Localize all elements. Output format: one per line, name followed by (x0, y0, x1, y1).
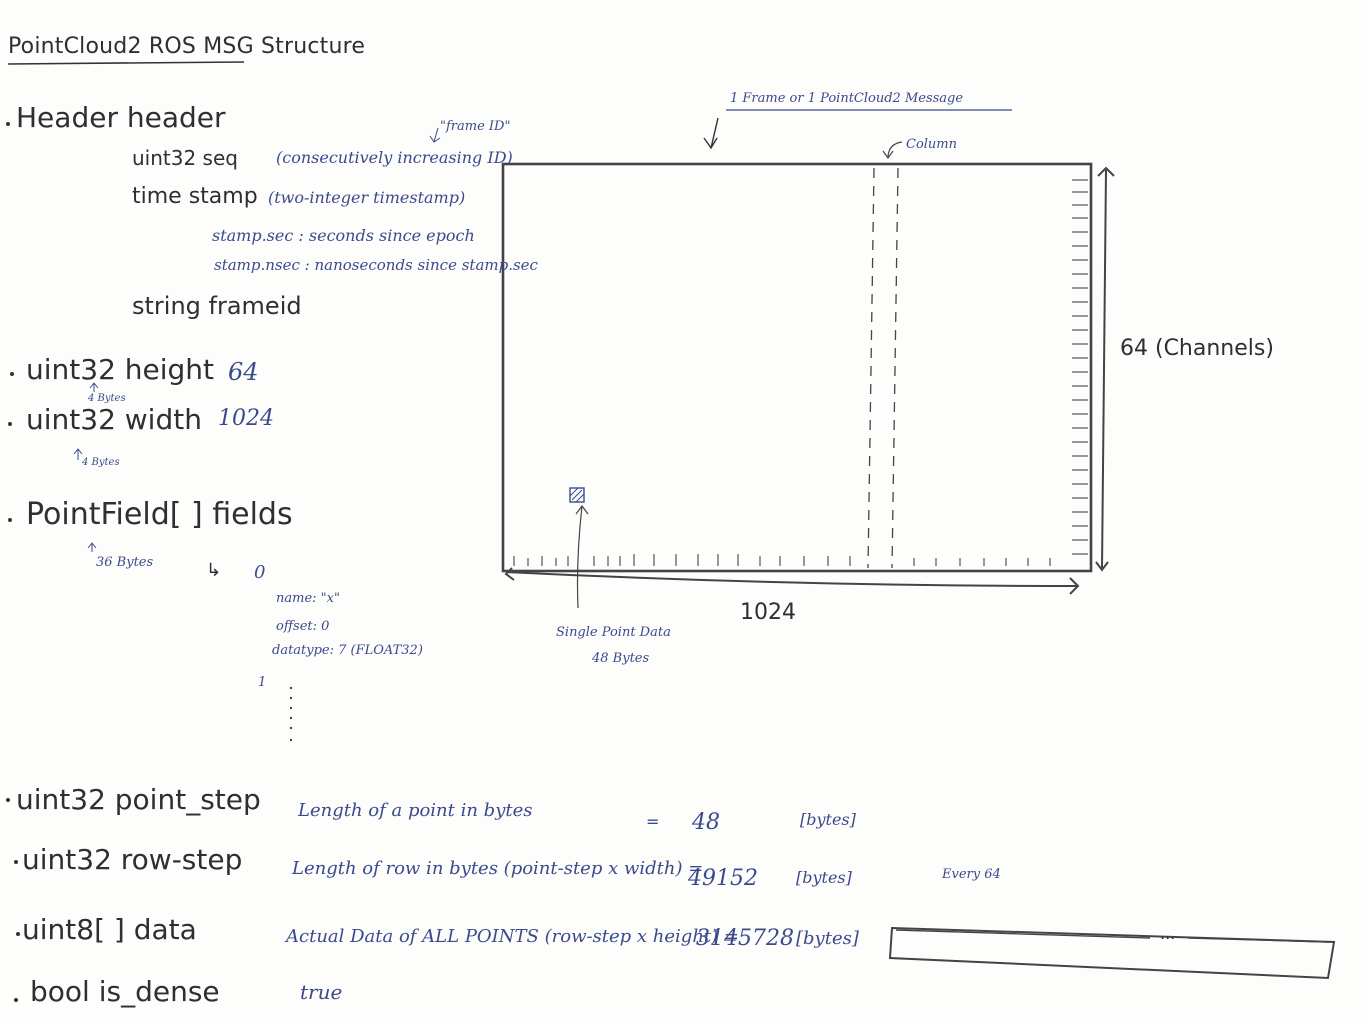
width-label: uint32 width (26, 403, 202, 436)
width-value: 1024 (218, 406, 274, 431)
bullets (6, 122, 20, 1002)
column-arrow (882, 141, 903, 160)
header-stamp-nsec: stamp.nsec : nanoseconds since stamp.sec (214, 256, 538, 274)
fields-arrow-glyph: ↳ (206, 560, 222, 581)
header-seq-note: (consecutively increasing ID) (276, 148, 513, 167)
header-frame-id-note: "frame ID" (440, 119, 511, 134)
channels-label: 64 (Channels) (1120, 336, 1274, 361)
row-step-note: Every 64 (942, 867, 1001, 882)
page-title: PointCloud2 ROS MSG Structure (8, 34, 366, 59)
width-bytes: 4 Bytes (82, 457, 120, 468)
field-datatype: datatype: 7 (FLOAT32) (272, 643, 423, 658)
fields-index-0: 0 (254, 562, 266, 583)
height-bytes-arrow (89, 382, 99, 392)
height-value: 64 (228, 358, 259, 386)
header-seq: uint32 seq (132, 146, 238, 170)
row-step-value: 49152 (688, 866, 758, 891)
fields-continuation-dots (289, 686, 293, 742)
title-underline (7, 61, 245, 65)
column-dash-left (867, 167, 875, 569)
single-point-cell (569, 487, 585, 503)
is-dense-value: true (300, 980, 343, 1004)
header-stamp: time stamp (132, 184, 258, 209)
row-step-desc: Length of row in bytes (point-step x wid… (292, 858, 704, 879)
fields-label: PointField[ ] fields (26, 497, 293, 532)
is-dense-label: bool is_dense (30, 975, 220, 1008)
header-frame-id: string frameid (132, 292, 302, 320)
header-stamp-sec: stamp.sec : seconds since epoch (212, 226, 475, 245)
point-step-eq: = (646, 812, 660, 831)
data-bar (888, 926, 1336, 980)
data-desc: Actual Data of ALL POINTS (row-step x he… (286, 926, 739, 947)
frame-label: 1 Frame or 1 PointCloud2 Message (730, 91, 964, 106)
field-offset: offset: 0 (276, 619, 330, 634)
row-step-unit: [bytes] (796, 868, 852, 887)
frame-arrow (703, 117, 719, 150)
height-bytes: 4 Bytes (88, 393, 126, 404)
channel-ticks (1072, 179, 1088, 555)
fields-bytes: 36 Bytes (96, 555, 154, 570)
height-label: uint32 height (26, 353, 215, 386)
column-ticks (513, 554, 1051, 566)
single-point-arrow (575, 505, 589, 609)
row-step-label: uint32 row-step (22, 843, 243, 876)
data-bar-ellipsis: ... (1160, 924, 1176, 943)
single-point-bytes: 48 Bytes (592, 651, 650, 666)
point-step-label: uint32 point_step (16, 783, 261, 816)
data-value: 3145728 (696, 926, 794, 951)
header-stamp-note: (two-integer timestamp) (268, 188, 466, 207)
width-bytes-arrow (73, 448, 83, 460)
point-step-unit: [bytes] (800, 810, 856, 829)
header-label: Header header (16, 101, 226, 134)
fields-bytes-arrow (87, 542, 97, 552)
width-arrow (504, 567, 1080, 595)
height-arrow (1095, 166, 1115, 572)
frame-box (501, 162, 1093, 573)
frame-id-arrow (429, 127, 441, 143)
field-name: name: "x" (276, 591, 340, 606)
width-axis-label: 1024 (740, 600, 796, 625)
column-label: Column (906, 137, 958, 152)
fields-index-1: 1 (258, 675, 267, 690)
column-dash-right (891, 167, 899, 569)
single-point-label: Single Point Data (556, 625, 671, 640)
point-step-value: 48 (692, 810, 720, 835)
data-unit: [bytes] (796, 928, 859, 949)
point-step-desc: Length of a point in bytes (298, 800, 533, 821)
data-label: uint8[ ] data (22, 913, 197, 946)
